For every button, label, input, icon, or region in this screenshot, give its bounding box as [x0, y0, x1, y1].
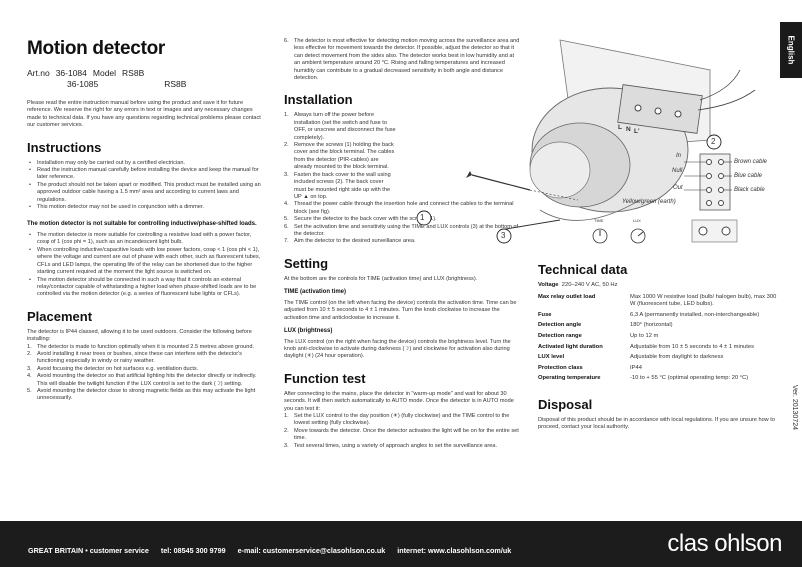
label-brown-cable: Brown cable: [734, 159, 768, 165]
list-item: Read the instruction manual carefully be…: [27, 167, 265, 182]
terminal-l-prime: L': [634, 128, 640, 135]
footer-country: GREAT BRITAIN • customer service: [28, 546, 149, 555]
page-title: Motion detector: [27, 38, 165, 59]
list-item: 3.Avoid focusing the detector on hot sur…: [27, 365, 199, 372]
voltage-row: Voltage 220–240 V AC, 50 Hz: [538, 282, 778, 290]
intro-text: Please read the entire instruction manua…: [27, 100, 261, 129]
voltage-value: 220–240 V AC, 50 Hz: [561, 282, 618, 288]
time-text: The TIME control (on the left when facin…: [284, 299, 517, 321]
disposal-text: Disposal of this product should be in ac…: [538, 416, 775, 431]
knob-lux-label: LUX: [633, 218, 641, 223]
list-item: 1.Always turn off the power before insta…: [284, 112, 396, 141]
footer-website[interactable]: internet: www.clasohlson.com/uk: [397, 546, 512, 555]
list-item: This motion detector may not be used in …: [27, 204, 265, 212]
version-label: Ver. 20130724: [791, 384, 798, 430]
installation-diagram: 1 2 3 L N L' In Null Out Yellow/green (e…: [410, 30, 780, 256]
function-test-heading: Function test: [284, 370, 366, 386]
footer-contact: GREAT BRITAIN • customer service tel: 08…: [28, 546, 521, 555]
knob-time-label: TIME: [594, 218, 604, 223]
setting-heading: Setting: [284, 255, 329, 271]
inductive-warning: The motion detector is not suitable for …: [27, 221, 257, 228]
list-item: 1.Set the LUX control to the day positio…: [284, 413, 510, 427]
callout-2: [706, 134, 722, 150]
list-item: 6.Set the activation time and sensitivit…: [284, 223, 519, 237]
art-number-2: 36-1085: [67, 79, 99, 89]
list-item: 3.Fasten the back cover to the wall usin…: [284, 171, 391, 200]
footer-email[interactable]: e-mail: customerservice@clasohlson.co.uk: [237, 546, 386, 555]
terminal-l: L: [618, 124, 622, 131]
list-item: The motion detector should be connected …: [27, 277, 265, 299]
instructions-heading: Instructions: [27, 139, 102, 155]
list-item: 4.Avoid mounting the detector so that ar…: [27, 373, 257, 387]
list-item: 2.Move towards the detector. Once the de…: [284, 427, 519, 442]
label-earth: Yellow/green (earth): [622, 199, 676, 205]
placement-heading: Placement: [27, 308, 93, 324]
voltage-label: Voltage: [538, 282, 559, 288]
model-2: RS8B: [164, 79, 187, 89]
placement-intro: The detector is IP44 classed, allowing i…: [27, 328, 252, 343]
installation-heading: Installation: [284, 92, 353, 108]
list-item: 3.Test several times, using a variety of…: [284, 442, 498, 449]
lux-heading: LUX (brightness): [284, 327, 333, 334]
time-heading: TIME (activation time): [284, 289, 347, 296]
list-item: 4.Thread the power cable through the ins…: [284, 201, 514, 215]
list-item: Installation may only be carried out by …: [27, 160, 265, 168]
list-item: 6.The detector is most effective for det…: [284, 38, 520, 82]
footer-tel[interactable]: tel: 08545 300 9799: [160, 546, 226, 555]
instructions-list: Installation may only be carried out by …: [27, 160, 265, 212]
label-in: In: [676, 153, 682, 159]
list-item: 2.Remove the screws (1) holding the back…: [284, 142, 395, 171]
label-null: Null: [672, 168, 683, 174]
callout-1-label: 1: [420, 213, 425, 222]
setting-intro: At the bottom are the controls for TIME …: [284, 275, 478, 282]
function-test-intro: After connecting to the mains, place the…: [284, 390, 514, 412]
brand-logo: clas ohlson: [667, 530, 782, 557]
article-numbers: Art.no 36-1084 Model RS8B 36-1085 RS8B: [27, 68, 265, 90]
technical-table: Voltage 220–240 V AC, 50 Hz Max relay ou…: [538, 282, 778, 383]
detector-illustration: [416, 39, 756, 244]
list-item: 1.The detector is made to function optim…: [27, 343, 255, 350]
technical-heading: Technical data: [538, 262, 628, 277]
placement-list: 1.The detector is made to function optim…: [27, 344, 265, 403]
list-item: The product should not be taken apart or…: [27, 182, 265, 204]
column-middle: 6.The detector is most effective for det…: [284, 38, 520, 450]
column-left: Motion detector Art.no 36-1084 Model RS8…: [27, 38, 265, 403]
footer: GREAT BRITAIN • customer service tel: 08…: [0, 521, 802, 567]
language-tab: English: [780, 22, 802, 78]
label-black-cable: Black cable: [734, 187, 765, 193]
label-out: Out: [673, 185, 683, 191]
placement-list-cont: 6.The detector is most effective for det…: [284, 38, 520, 82]
label-blue-cable: Blue cable: [734, 173, 763, 179]
column-right: Technical data Voltage 220–240 V AC, 50 …: [538, 262, 778, 432]
installation-list: 1.Always turn off the power before insta…: [284, 112, 518, 245]
list-item: 7.Aim the detector to the desired survei…: [284, 238, 416, 245]
table-row: Operating temperature-10 to + 55 °C (opt…: [538, 375, 749, 382]
art-number-1: 36-1084: [55, 68, 87, 78]
list-item: When controlling inductive/capacitive lo…: [27, 247, 265, 277]
callout-3: [496, 228, 512, 244]
callout-1: [416, 210, 432, 226]
callout-3-label: 3: [501, 231, 506, 240]
list-item: 5.Avoid mounting the detector close to s…: [27, 387, 256, 402]
function-test-list: 1.Set the LUX control to the day positio…: [284, 413, 520, 450]
lux-text: The LUX control (on the right when facin…: [284, 338, 511, 360]
callout-2-label: 2: [711, 137, 716, 146]
inductive-list: The motion detector is more suitable for…: [27, 232, 265, 299]
disposal-heading: Disposal: [538, 396, 593, 412]
terminal-n: N: [626, 126, 631, 133]
model-label: Model: [92, 68, 117, 78]
list-item: The motion detector is more suitable for…: [27, 232, 265, 247]
art-label: Art.no: [27, 68, 50, 78]
model-1: RS8B: [122, 68, 145, 78]
list-item: 2.Avoid installing it near trees or bush…: [27, 350, 242, 365]
language-label: English: [786, 35, 796, 65]
list-item: 5.Secure the detector to the back cover …: [284, 216, 437, 223]
